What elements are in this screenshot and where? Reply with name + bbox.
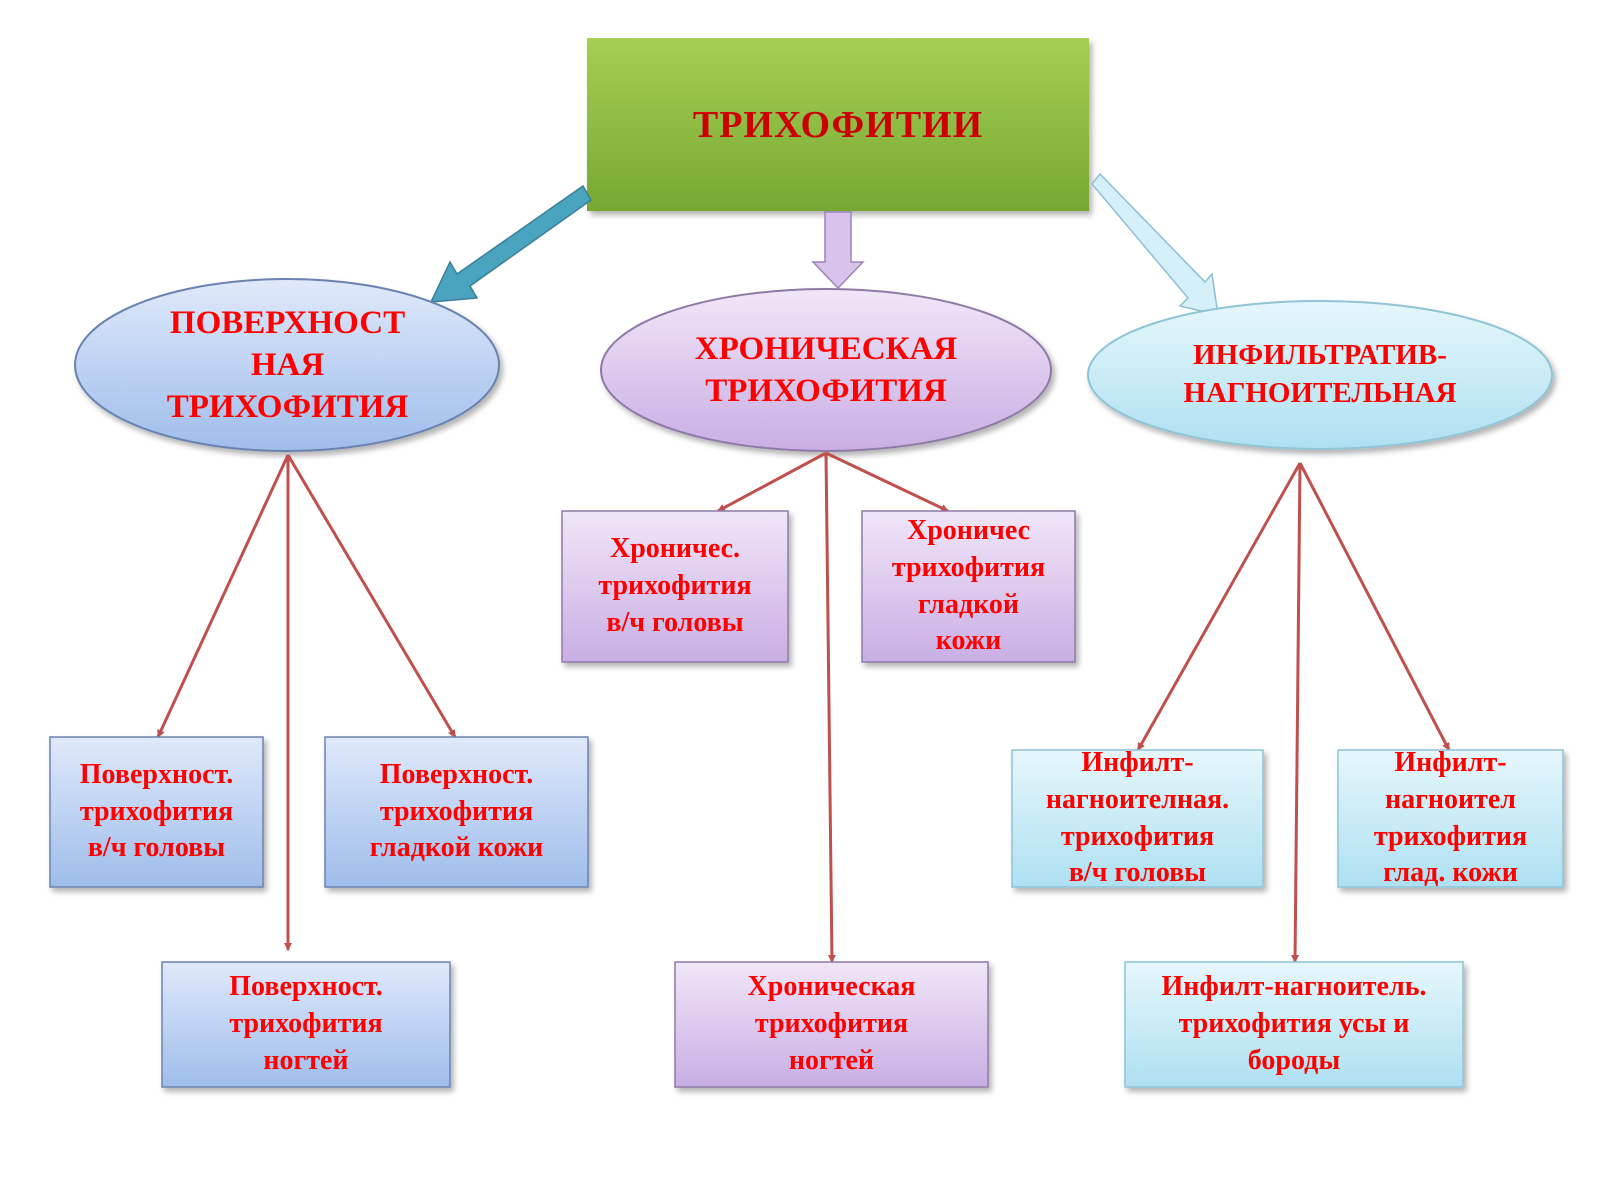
connector-infiltrative-1 bbox=[1136, 462, 1302, 751]
arrow-root-to-superficial bbox=[429, 184, 592, 303]
leaf-label-chronic-1: Хроничес. трихофития в/ч головы bbox=[598, 533, 752, 638]
connector-superficial-3 bbox=[286, 454, 457, 738]
leaf-label-chronic-3: Хроническая трихофития ногтей bbox=[747, 971, 916, 1076]
connector-chronic-1 bbox=[717, 451, 827, 513]
arrow-root-to-chronic bbox=[811, 211, 865, 290]
leaf-label-infiltrative-3: Инфилт-нагноитель. трихофития усы и боро… bbox=[1161, 971, 1427, 1076]
connector-chronic-2 bbox=[825, 451, 949, 513]
leaf-label-superficial-2: Поверхност. трихофития гладкой кожи bbox=[369, 758, 544, 864]
connector-superficial-1 bbox=[156, 454, 290, 738]
leaf-label-superficial-1: Поверхност. трихофития в/ч головы bbox=[79, 758, 234, 864]
category-label-chronic: ХРОНИЧЕСКАЯ ТРИХОФИТИЯ bbox=[694, 330, 958, 409]
arrow-root-to-infiltrative bbox=[1091, 172, 1219, 316]
leaf-label-chronic-2: Хроничес трихофития гладкой кожи bbox=[891, 514, 1046, 657]
root-label: ТРИХОФИТИИ bbox=[692, 103, 984, 146]
leaf-label-infiltrative-2: Инфилт- нагноител трихофития глад. кожи bbox=[1373, 746, 1528, 889]
leaf-label-superficial-3: Поверхност. трихофития ногтей bbox=[229, 971, 383, 1076]
category-label-superficial: ПОВЕРХНОСТ НАЯ ТРИХОФИТИЯ bbox=[166, 304, 409, 426]
connector-chronic-3 bbox=[824, 452, 836, 963]
connector-infiltrative-3 bbox=[1298, 462, 1451, 751]
connector-infiltrative-2 bbox=[1291, 462, 1302, 963]
category-label-infiltrative: ИНФИЛЬТРАТИВ- НАГНОИТЕЛЬНАЯ bbox=[1183, 339, 1457, 409]
leaf-label-infiltrative-1: Инфилт- нагноителная. трихофития в/ч гол… bbox=[1045, 746, 1230, 889]
